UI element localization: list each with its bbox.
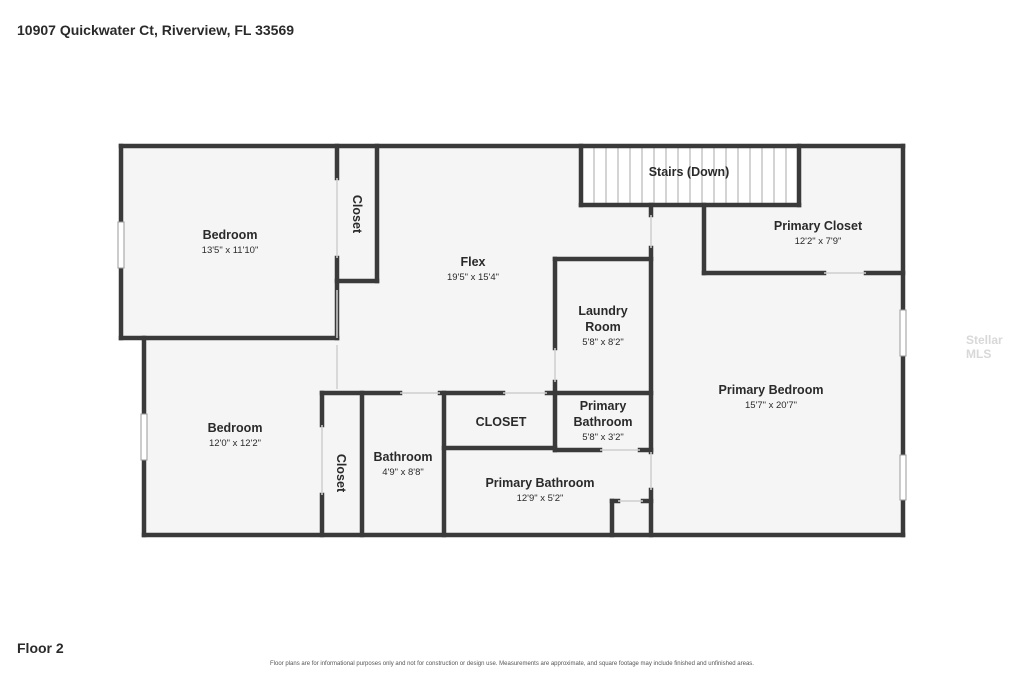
room-dims-bathroom: 4'9" x 8'8" bbox=[382, 467, 424, 478]
room-dims-bedroom-2: 12'0" x 12'2" bbox=[209, 438, 261, 449]
room-name-primary-bath-small-line2: Bathroom bbox=[573, 415, 632, 429]
room-name-bedroom-1: Bedroom bbox=[203, 228, 258, 242]
floor-area bbox=[121, 146, 903, 535]
windows bbox=[117, 221, 907, 501]
room-name-closet-3: CLOSET bbox=[476, 415, 527, 429]
room-dims-bedroom-1: 13'5" x 11'10" bbox=[202, 245, 259, 256]
stairs bbox=[581, 148, 799, 205]
watermark-logo: Stellar MLS bbox=[966, 333, 1003, 361]
room-name-laundry-line1: Laundry bbox=[578, 304, 627, 318]
room-dims-primary-bath-small: 5'8" x 3'2" bbox=[582, 432, 624, 443]
room-name-primary-bath-small-line1: Primary bbox=[580, 399, 627, 413]
disclaimer-text: Floor plans are for informational purpos… bbox=[270, 661, 754, 667]
room-name-primary-closet: Primary Closet bbox=[774, 219, 863, 233]
room-name-closet-1: Closet bbox=[350, 195, 364, 234]
room-name-closet-2: Closet bbox=[334, 454, 348, 493]
floor-label: Floor 2 bbox=[17, 640, 64, 656]
room-name-primary-bath: Primary Bathroom bbox=[485, 476, 594, 490]
room-name-primary-bedroom: Primary Bedroom bbox=[719, 383, 824, 397]
room-dims-primary-bedroom: 15'7" x 20'7" bbox=[745, 400, 797, 411]
room-name-bathroom: Bathroom bbox=[373, 450, 432, 464]
room-name-flex: Flex bbox=[460, 255, 485, 269]
room-dims-primary-bath: 12'9" x 5'2" bbox=[517, 493, 564, 504]
walls bbox=[118, 143, 906, 538]
room-name-bedroom-2: Bedroom bbox=[208, 421, 263, 435]
room-name-stairs: Stairs (Down) bbox=[649, 165, 730, 179]
room-dims-flex: 19'5" x 15'4" bbox=[447, 272, 499, 283]
room-dims-laundry: 5'8" x 8'2" bbox=[582, 337, 624, 348]
door-openings bbox=[321, 178, 866, 502]
property-address: 10907 Quickwater Ct, Riverview, FL 33569 bbox=[17, 22, 295, 38]
room-dims-primary-closet: 12'2" x 7'9" bbox=[795, 236, 842, 247]
room-name-laundry-line2: Room bbox=[585, 320, 620, 334]
